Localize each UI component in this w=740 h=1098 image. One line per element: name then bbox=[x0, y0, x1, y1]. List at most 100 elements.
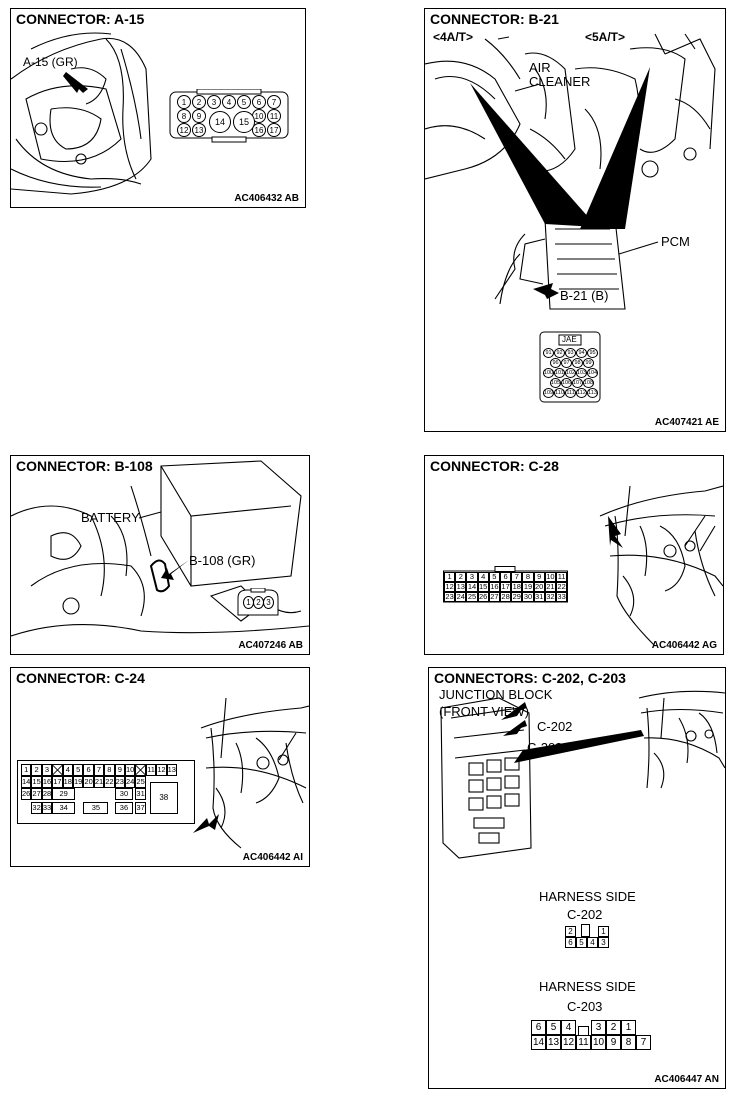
b21-pin-109: 109 bbox=[543, 388, 554, 398]
b21-air-label-1: AIR bbox=[529, 60, 551, 75]
c28-figure-code: AC406442 AG bbox=[651, 640, 717, 651]
c24-pin-26: 26 bbox=[21, 788, 32, 800]
c24-pin-23: 23 bbox=[114, 776, 125, 788]
a15-pin-16: 16 bbox=[252, 123, 266, 137]
c202-pin-6: 6 bbox=[565, 937, 576, 948]
c28-pin-20: 20 bbox=[533, 582, 545, 592]
c24-pin-27: 27 bbox=[31, 788, 42, 800]
b21-pin-110: 110 bbox=[554, 388, 565, 398]
c28-pin-28: 28 bbox=[500, 592, 512, 602]
c24-pin-18: 18 bbox=[62, 776, 73, 788]
b108-callout: B-108 (GR) bbox=[189, 553, 256, 568]
c202-figure-code: AC406447 AN bbox=[654, 1074, 719, 1085]
b21-pin-106: 106 bbox=[561, 378, 572, 388]
b21-pin-112: 112 bbox=[576, 388, 587, 398]
b21-pin-96: 96 bbox=[550, 358, 561, 368]
b21-pin-107: 107 bbox=[572, 378, 583, 388]
a15-pin-5: 5 bbox=[237, 95, 251, 109]
b108-pin-3: 3 bbox=[263, 596, 274, 609]
c202-harness-label: HARNESS SIDE bbox=[539, 889, 636, 904]
a15-pin-1: 1 bbox=[177, 95, 191, 109]
b108-title: CONNECTOR: B-108 bbox=[16, 458, 153, 474]
panel-b21: CONNECTOR: B-21 <4A/T> <5A/T> AIR CLEANE… bbox=[424, 8, 726, 432]
c24-pin-36: 36 bbox=[114, 802, 134, 814]
c202-jb-label: JUNCTION BLOCK bbox=[439, 687, 553, 702]
c203-connector-name: C-203 bbox=[567, 999, 603, 1014]
c28-pin-25: 25 bbox=[466, 592, 478, 602]
c202-callout: C-202 bbox=[537, 719, 573, 734]
c28-pin-4: 4 bbox=[477, 572, 489, 582]
a15-pin-15: 15 bbox=[233, 111, 255, 133]
c28-pin-31: 31 bbox=[533, 592, 545, 602]
b21-pin-93: 93 bbox=[565, 348, 576, 358]
c28-pin-10: 10 bbox=[544, 572, 556, 582]
b21-figure-code: AC407421 AE bbox=[654, 417, 719, 428]
c24-pin-28: 28 bbox=[41, 788, 53, 800]
c203-pin-12: 12 bbox=[561, 1035, 576, 1050]
c24-pin-38: 38 bbox=[149, 782, 178, 814]
c28-pin-19: 19 bbox=[522, 582, 534, 592]
b21-pin-103: 103 bbox=[576, 368, 587, 378]
c202-connector-name: C-202 bbox=[567, 907, 603, 922]
a15-pin-17: 17 bbox=[267, 123, 281, 137]
c202-junction-block-illustration bbox=[440, 690, 725, 859]
c28-pin-3: 3 bbox=[466, 572, 478, 582]
c203-pin-1: 1 bbox=[621, 1020, 636, 1035]
c202-pin-1: 1 bbox=[598, 926, 609, 937]
c202-pin-4: 4 bbox=[587, 937, 598, 948]
c28-pin-11: 11 bbox=[556, 572, 568, 582]
b21-pin-102: 102 bbox=[565, 368, 576, 378]
b21-pin-95: 95 bbox=[587, 348, 598, 358]
c24-pin-7: 7 bbox=[93, 764, 105, 776]
c24-pin-24: 24 bbox=[125, 776, 136, 788]
c203-pin-10: 10 bbox=[591, 1035, 606, 1050]
c28-pin-15: 15 bbox=[477, 582, 489, 592]
c28-pin-13: 13 bbox=[455, 582, 467, 592]
c28-pin-32: 32 bbox=[544, 592, 556, 602]
b21-engine-illustration bbox=[425, 33, 716, 310]
b21-pin-97: 97 bbox=[561, 358, 572, 368]
c24-pin-15: 15 bbox=[31, 776, 42, 788]
a15-pin-14: 14 bbox=[209, 111, 231, 133]
c28-pin-16: 16 bbox=[488, 582, 500, 592]
a15-figure-code: AC406432 AB bbox=[234, 193, 299, 204]
c202-pin-5: 5 bbox=[576, 937, 587, 948]
c28-pin-23: 23 bbox=[444, 592, 456, 602]
a15-pin-4: 4 bbox=[222, 95, 236, 109]
b21-pcm-label: PCM bbox=[661, 234, 690, 249]
c24-pin-37: 37 bbox=[135, 802, 146, 814]
c24-pin-14: 14 bbox=[21, 776, 32, 788]
c24-pin-17: 17 bbox=[52, 776, 63, 788]
c203-pin-14: 14 bbox=[531, 1035, 546, 1050]
c28-pin-14: 14 bbox=[466, 582, 478, 592]
b21-pin-98: 98 bbox=[572, 358, 583, 368]
c24-pin-blank bbox=[52, 764, 63, 776]
c203-pin-5: 5 bbox=[546, 1020, 561, 1035]
c202-title: CONNECTORS: C-202, C-203 bbox=[434, 670, 626, 686]
c24-pin-34: 34 bbox=[52, 802, 76, 814]
c24-pin-6: 6 bbox=[83, 764, 94, 776]
c24-pin-4: 4 bbox=[62, 764, 73, 776]
b108-figure-code: AC407246 AB bbox=[238, 640, 303, 651]
a15-pin-11: 11 bbox=[267, 109, 281, 123]
c28-pin-21: 21 bbox=[544, 582, 556, 592]
c24-pin-13: 13 bbox=[166, 764, 177, 776]
c28-pin-22: 22 bbox=[556, 582, 568, 592]
c28-pin-7: 7 bbox=[511, 572, 523, 582]
c202-pin-blank bbox=[581, 924, 590, 937]
b21-pin-100: 100 bbox=[543, 368, 554, 378]
c24-pin-10: 10 bbox=[125, 764, 136, 776]
b21-pin-91: 91 bbox=[543, 348, 554, 358]
b21-label-5at: <5A/T> bbox=[585, 30, 626, 44]
a15-pin-12: 12 bbox=[177, 123, 191, 137]
c24-pin-22: 22 bbox=[104, 776, 115, 788]
b21-label-4at: <4A/T> bbox=[433, 30, 474, 44]
a15-pin-10: 10 bbox=[252, 109, 266, 123]
a15-title: CONNECTOR: A-15 bbox=[16, 11, 145, 27]
